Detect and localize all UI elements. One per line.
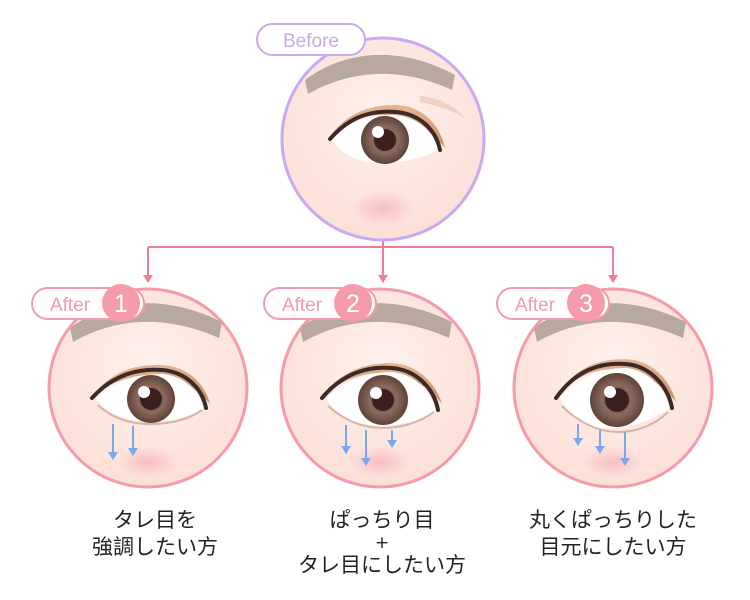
after-label: After xyxy=(515,295,556,316)
after-number-2: 2 xyxy=(346,290,360,318)
before-label: Before xyxy=(283,31,339,52)
caption-plus: + xyxy=(374,533,390,553)
caption-line: タレ目にしたい方 xyxy=(298,553,466,577)
after-tag-1: After 1 xyxy=(31,284,145,322)
caption-line: タレ目を xyxy=(113,508,197,532)
after-panel-1: After 1 xyxy=(31,284,249,489)
after-number-1: 1 xyxy=(114,290,128,318)
caption-after-2: ぱっちり目 + タレ目にしたい方 xyxy=(272,507,492,579)
before-tag: Before xyxy=(256,23,366,56)
caption-line: 強調したい方 xyxy=(92,535,218,559)
after-panel-2: After 2 xyxy=(263,284,481,489)
caption-after-1: タレ目を 強調したい方 xyxy=(48,507,262,561)
after-label: After xyxy=(50,295,91,316)
after-number-3: 3 xyxy=(579,290,593,318)
caption-line: 丸くぱっちりした xyxy=(529,508,697,532)
caption-line: ぱっちり目 xyxy=(329,508,435,532)
caption-line: 目元にしたい方 xyxy=(539,535,687,559)
after-label: After xyxy=(282,295,323,316)
after-panel-3: After 3 xyxy=(496,284,714,489)
down-arrow-icon xyxy=(341,425,397,466)
before-eye-illustration xyxy=(305,54,465,226)
eye-illustration-3 xyxy=(534,303,686,478)
down-arrow-icon xyxy=(573,424,630,466)
before-panel: Before xyxy=(256,23,486,242)
after-tag-3: After 3 xyxy=(496,284,610,322)
caption-after-3: 丸くぱっちりした 目元にしたい方 xyxy=(498,507,728,561)
eyebrow-icon xyxy=(305,54,455,94)
after-tag-2: After 2 xyxy=(263,284,377,322)
down-arrow-icon xyxy=(108,424,138,460)
eye-illustration-1 xyxy=(70,303,222,478)
connector-lines xyxy=(143,240,618,283)
